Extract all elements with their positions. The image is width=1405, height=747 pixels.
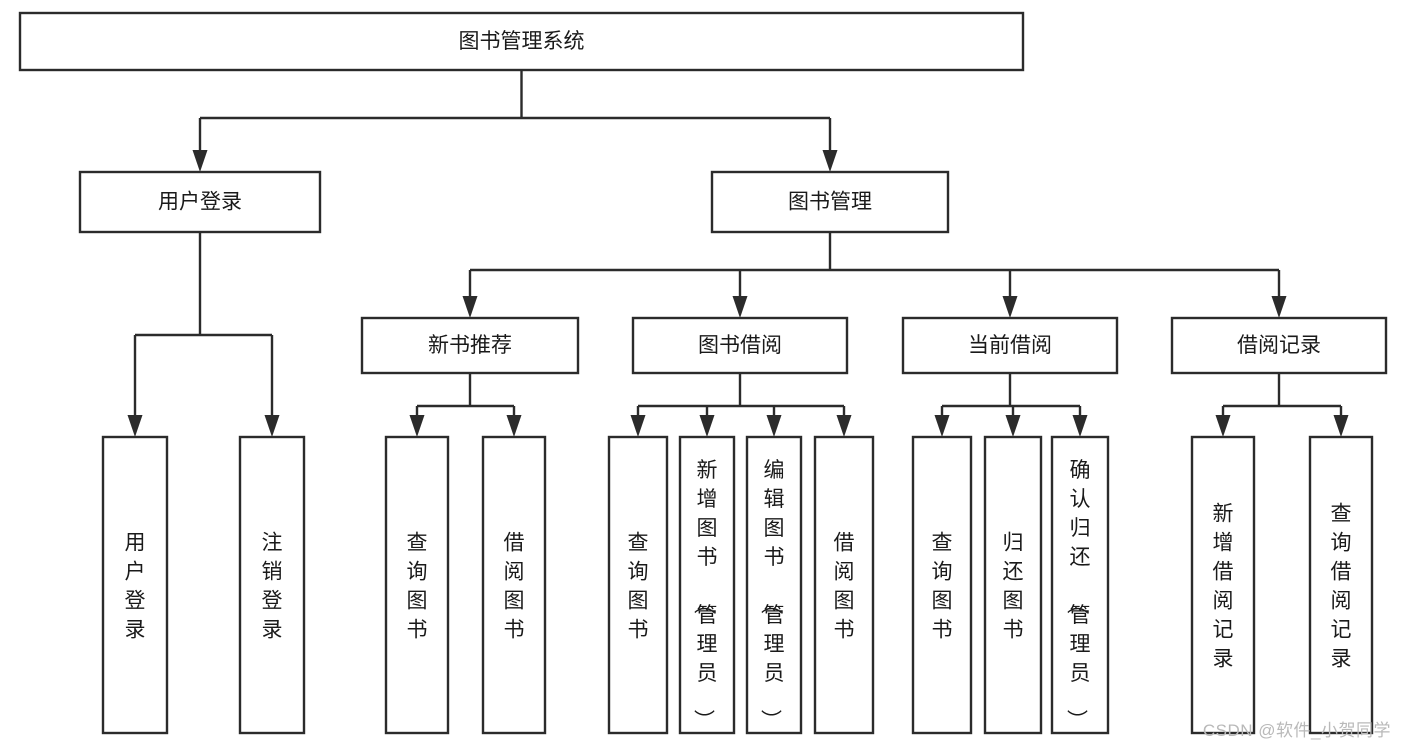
node-label: 查询图书 [628,532,649,642]
node-label: 编辑图书（管理员） [759,459,785,730]
arrow-head-icon [127,415,143,437]
connector-group-borrow-record [1215,373,1349,437]
arrow-head-icon [1002,296,1018,318]
node-box[interactable] [1308,435,1374,735]
node-label: 用户登录 [125,532,146,642]
node-leaf-user-login[interactable]: 用户登录 [101,435,169,735]
node-label: 当前借阅 [968,334,1052,357]
node-leaf-borrow-borrow-book[interactable]: 借阅图书 [813,435,875,735]
node-user-login[interactable]: 用户登录 [78,170,322,234]
node-label: 图书管理系统 [459,30,585,53]
node-leaf-user-logout[interactable]: 注销登录 [238,435,306,735]
node-current-borrow[interactable]: 当前借阅 [901,316,1119,375]
arrow-head-icon [1215,415,1231,437]
node-leaf-rec-query-record[interactable]: 查询借阅记录 [1308,435,1374,735]
node-borrow-record[interactable]: 借阅记录 [1170,316,1388,375]
arrow-head-icon [462,296,478,318]
node-box[interactable] [911,435,973,735]
arrow-head-icon [699,415,715,437]
node-book-manage[interactable]: 图书管理 [710,170,950,234]
connector-group-current-borrow [934,373,1088,437]
node-box[interactable] [1170,316,1388,375]
connector-group-user-login [127,232,280,437]
node-leaf-borrow-query-book[interactable]: 查询图书 [607,435,669,735]
node-box[interactable] [360,316,580,375]
node-box[interactable] [631,316,849,375]
node-label: 查询图书 [932,532,953,642]
node-label: 借阅图书 [504,532,525,642]
node-leaf-rec-query-book[interactable]: 查询图书 [384,435,450,735]
node-leaf-cur-confirm-return[interactable]: 确认归还（管理员） [1050,435,1110,735]
node-box[interactable] [813,435,875,735]
node-root[interactable]: 图书管理系统 [18,11,1025,72]
arrow-head-icon [1072,415,1088,437]
node-label: 新增借阅记录 [1213,503,1234,671]
node-box[interactable] [983,435,1043,735]
arrow-head-icon [822,150,838,172]
node-label: 注销登录 [262,532,283,642]
arrow-head-icon [934,415,950,437]
arrow-head-icon [1333,415,1349,437]
connector-group-book-manage [462,232,1287,318]
connector-group-book-borrow [630,373,852,437]
node-leaf-borrow-add-book[interactable]: 新增图书（管理员） [678,435,736,735]
node-box[interactable] [238,435,306,735]
node-book-borrow[interactable]: 图书借阅 [631,316,849,375]
connector-layer [127,70,1349,437]
arrow-head-icon [836,415,852,437]
node-label: 归还图书 [1003,532,1024,642]
node-leaf-cur-query-book[interactable]: 查询图书 [911,435,973,735]
node-label: 用户登录 [158,191,242,214]
node-box[interactable] [901,316,1119,375]
arrow-head-icon [1005,415,1021,437]
node-layer: 图书管理系统用户登录图书管理新书推荐图书借阅当前借阅借阅记录用户登录注销登录查询… [18,11,1388,735]
arrow-head-icon [409,415,425,437]
node-box[interactable] [18,11,1025,72]
node-box[interactable] [1190,435,1256,735]
node-box[interactable] [710,170,950,234]
connector-group-new-book-rec [409,373,522,437]
node-label: 图书管理 [788,191,872,214]
node-box[interactable] [745,435,803,735]
arrow-head-icon [1271,296,1287,318]
node-box[interactable] [78,170,322,234]
node-label: 新增图书（管理员） [692,459,718,730]
node-label: 借阅图书 [834,532,855,642]
node-box[interactable] [607,435,669,735]
node-box[interactable] [678,435,736,735]
node-label: 图书借阅 [698,334,782,357]
arrow-head-icon [264,415,280,437]
node-leaf-cur-return-book[interactable]: 归还图书 [983,435,1043,735]
node-box[interactable] [101,435,169,735]
node-leaf-rec-add-record[interactable]: 新增借阅记录 [1190,435,1256,735]
connector-group-root [192,70,838,172]
node-box[interactable] [1050,435,1110,735]
arrow-head-icon [630,415,646,437]
node-new-book-rec[interactable]: 新书推荐 [360,316,580,375]
node-leaf-rec-borrow-book[interactable]: 借阅图书 [481,435,547,735]
node-label: 查询图书 [407,532,428,642]
arrow-head-icon [766,415,782,437]
node-label: 确认归还（管理员） [1065,459,1091,730]
arrow-head-icon [732,296,748,318]
node-label: 新书推荐 [428,334,512,357]
node-box[interactable] [481,435,547,735]
node-label: 查询借阅记录 [1331,503,1352,671]
node-leaf-borrow-edit-book[interactable]: 编辑图书（管理员） [745,435,803,735]
node-box[interactable] [384,435,450,735]
node-label: 借阅记录 [1237,334,1321,357]
arrow-head-icon [506,415,522,437]
arrow-head-icon [192,150,208,172]
